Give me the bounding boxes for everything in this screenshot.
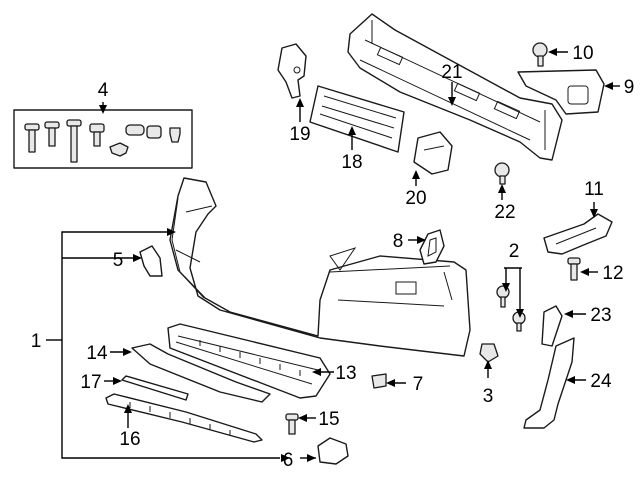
callout-4: 4 [98, 80, 109, 101]
part-18-license-bracket [309, 85, 405, 153]
callout-15: 15 [318, 409, 339, 430]
callout-23: 23 [590, 305, 611, 326]
part-22-bolt [494, 162, 510, 185]
callout-2: 2 [509, 241, 520, 262]
part-17-trim-strip [121, 375, 189, 401]
callout-8: 8 [393, 231, 404, 252]
part-14-bracket [131, 343, 271, 403]
part-20-sensor-bracket [413, 131, 453, 175]
part-21-reinforcement [347, 13, 563, 161]
part-2-screws [496, 285, 526, 332]
callout-17: 17 [80, 372, 101, 393]
callout-19: 19 [289, 124, 310, 145]
arrowheads [99, 48, 613, 462]
part-24-side-trim [523, 337, 575, 429]
callout-12: 12 [602, 263, 623, 284]
part-9-mount-bracket [517, 69, 605, 115]
callout-20: 20 [405, 188, 426, 209]
part-3-clip [479, 343, 499, 363]
part-16-lower-trim [105, 393, 263, 443]
part-6-tow-cover [317, 437, 349, 465]
callout-5: 5 [113, 250, 124, 271]
callout-3: 3 [483, 386, 494, 407]
callout-7: 7 [413, 374, 424, 395]
part-23-reflector [541, 305, 563, 347]
callout-1: 1 [31, 331, 42, 352]
callout-labels: 1 2 3 4 5 6 7 8 9 10 11 12 13 14 15 16 1… [31, 43, 635, 471]
part-12-bolt [567, 257, 581, 281]
callout-9: 9 [624, 77, 635, 98]
part-8-trim-ring [419, 229, 445, 265]
callout-24: 24 [590, 371, 612, 392]
callout-10: 10 [572, 43, 593, 64]
part-13-lower-grille [167, 323, 331, 399]
callout-16: 16 [119, 429, 140, 450]
callout-6: 6 [283, 450, 294, 471]
callout-11: 11 [584, 179, 604, 200]
part-10-bolt [532, 42, 548, 67]
part-19-bracket [277, 43, 307, 99]
callout-13: 13 [335, 363, 356, 384]
callout-22: 22 [494, 202, 515, 223]
callout-18: 18 [341, 152, 362, 173]
callout-14: 14 [86, 343, 108, 364]
part-11-side-bracket [543, 213, 613, 255]
part-1-bumper-cover [169, 177, 471, 357]
callout-21: 21 [441, 62, 462, 83]
part-4-hardware-kit [13, 109, 193, 169]
part-7-clip [371, 373, 387, 389]
part-5-bracket [139, 245, 163, 277]
part-15-bolt [285, 413, 299, 435]
